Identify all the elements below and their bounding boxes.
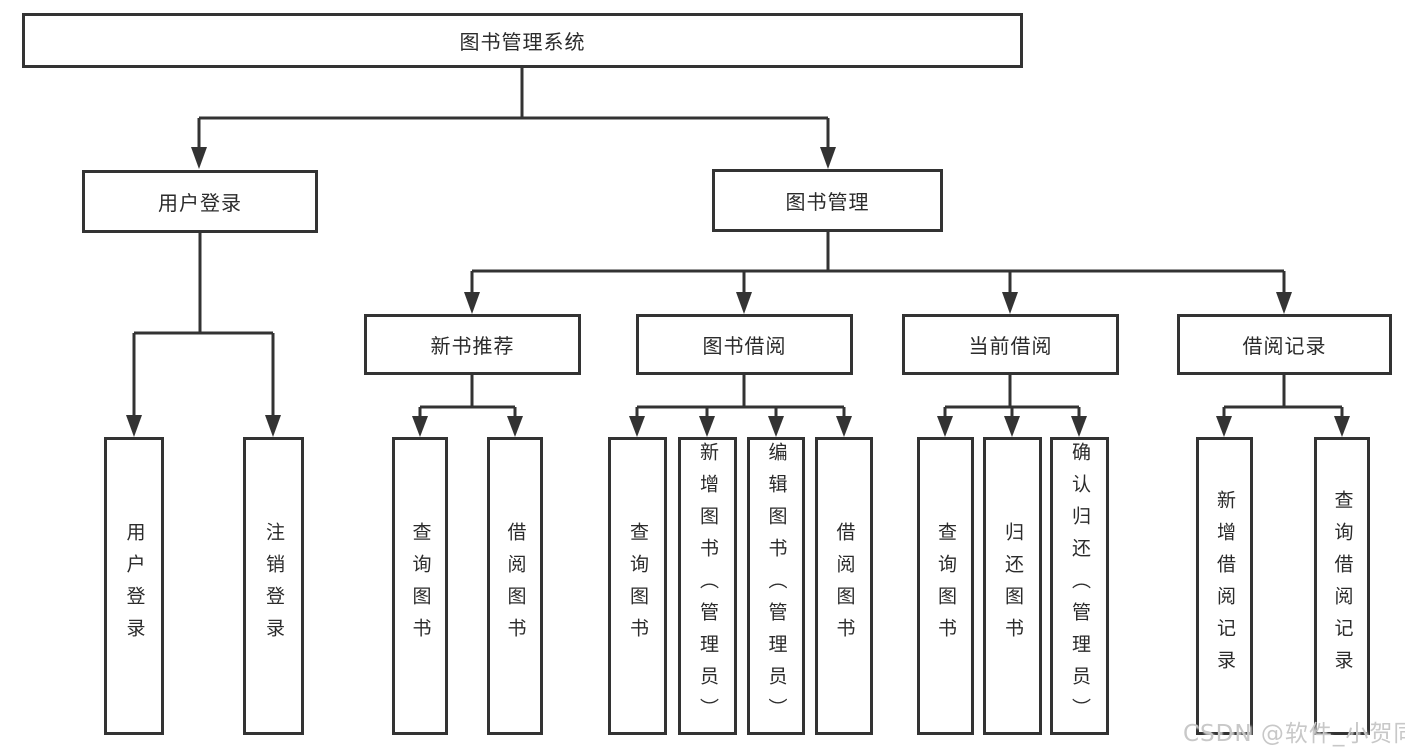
connector-borrow-records-children <box>1216 375 1350 437</box>
leaf-query-books-recommend: 查询图书 <box>392 437 448 735</box>
node-label: 当前借阅 <box>968 334 1053 358</box>
leaf-label: 查询图书 <box>409 522 432 650</box>
leaf-label: 查询图书 <box>935 522 957 650</box>
node-label: 用户登录 <box>158 191 242 215</box>
connector-user-login-children <box>126 233 281 437</box>
node-label: 新书推荐 <box>430 334 515 358</box>
node-book-management: 图书管理 <box>712 169 943 232</box>
node-label: 图书管理 <box>785 190 870 214</box>
leaf-label: 用户登录 <box>123 522 146 650</box>
node-user-login: 用户登录 <box>82 170 318 233</box>
node-new-book-recommend: 新书推荐 <box>364 314 581 375</box>
node-current-borrow: 当前借阅 <box>902 314 1119 375</box>
connector-current-borrow-children <box>937 375 1087 437</box>
leaf-label: 编辑图书（管理员） <box>765 442 788 730</box>
connector-book-borrow-children <box>629 375 852 437</box>
leaf-label: 新增借阅记录 <box>1214 490 1236 682</box>
leaf-label: 归还图书 <box>1002 522 1024 650</box>
leaf-label: 借阅图书 <box>504 522 527 650</box>
connector-root-to-level2 <box>191 68 836 169</box>
leaf-add-books-admin: 新增图书（管理员） <box>678 437 737 735</box>
leaf-confirm-return-admin: 确认归还（管理员） <box>1050 437 1109 735</box>
node-book-borrow: 图书借阅 <box>636 314 853 375</box>
node-label: 图书管理系统 <box>459 30 586 54</box>
leaf-label: 查询借阅记录 <box>1331 490 1354 682</box>
leaf-borrow-books-recommend: 借阅图书 <box>487 437 543 735</box>
node-label: 借阅记录 <box>1242 334 1327 358</box>
node-label: 图书借阅 <box>702 334 787 358</box>
leaf-label: 新增图书（管理员） <box>697 442 719 730</box>
leaf-label: 查询图书 <box>627 522 649 650</box>
leaf-edit-books-admin: 编辑图书（管理员） <box>747 437 805 735</box>
leaf-query-books-borrow: 查询图书 <box>608 437 667 735</box>
leaf-query-borrow-record: 查询借阅记录 <box>1314 437 1370 735</box>
node-borrow-records: 借阅记录 <box>1177 314 1392 375</box>
leaf-logout: 注销登录 <box>243 437 304 735</box>
leaf-label: 确认归还（管理员） <box>1069 442 1091 730</box>
leaf-return-books: 归还图书 <box>983 437 1042 735</box>
leaf-add-borrow-record: 新增借阅记录 <box>1196 437 1253 735</box>
leaf-label: 注销登录 <box>263 522 285 650</box>
leaf-label: 借阅图书 <box>833 522 856 650</box>
leaf-query-books-current: 查询图书 <box>917 437 974 735</box>
watermark: CSDN @软件_小贺同学 <box>1183 721 1405 747</box>
leaf-user-login: 用户登录 <box>104 437 164 735</box>
connector-book-management-children <box>464 232 1292 314</box>
node-library-management-system: 图书管理系统 <box>22 13 1023 68</box>
leaf-borrow-books: 借阅图书 <box>815 437 873 735</box>
connector-new-book-recommend-children <box>412 375 523 437</box>
